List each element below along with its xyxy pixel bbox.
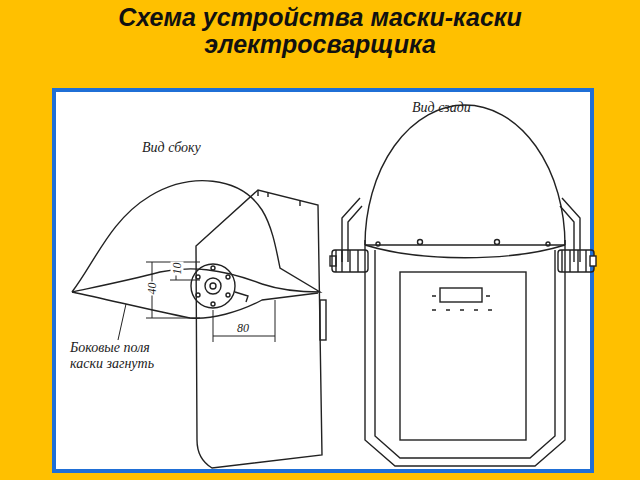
rear-view	[330, 105, 596, 466]
panel	[54, 90, 592, 471]
dimension: 10	[171, 262, 184, 276]
note: Боковые поля каски загнуть	[70, 340, 182, 372]
view-label: Вид сбоку	[142, 140, 201, 156]
side-view	[72, 181, 326, 468]
dimension: 40	[146, 282, 159, 296]
title: Схема устройства маски-каски электросвар…	[60, 4, 580, 58]
view-label: Вид сзади	[412, 100, 471, 116]
dimension: 80	[236, 322, 250, 335]
